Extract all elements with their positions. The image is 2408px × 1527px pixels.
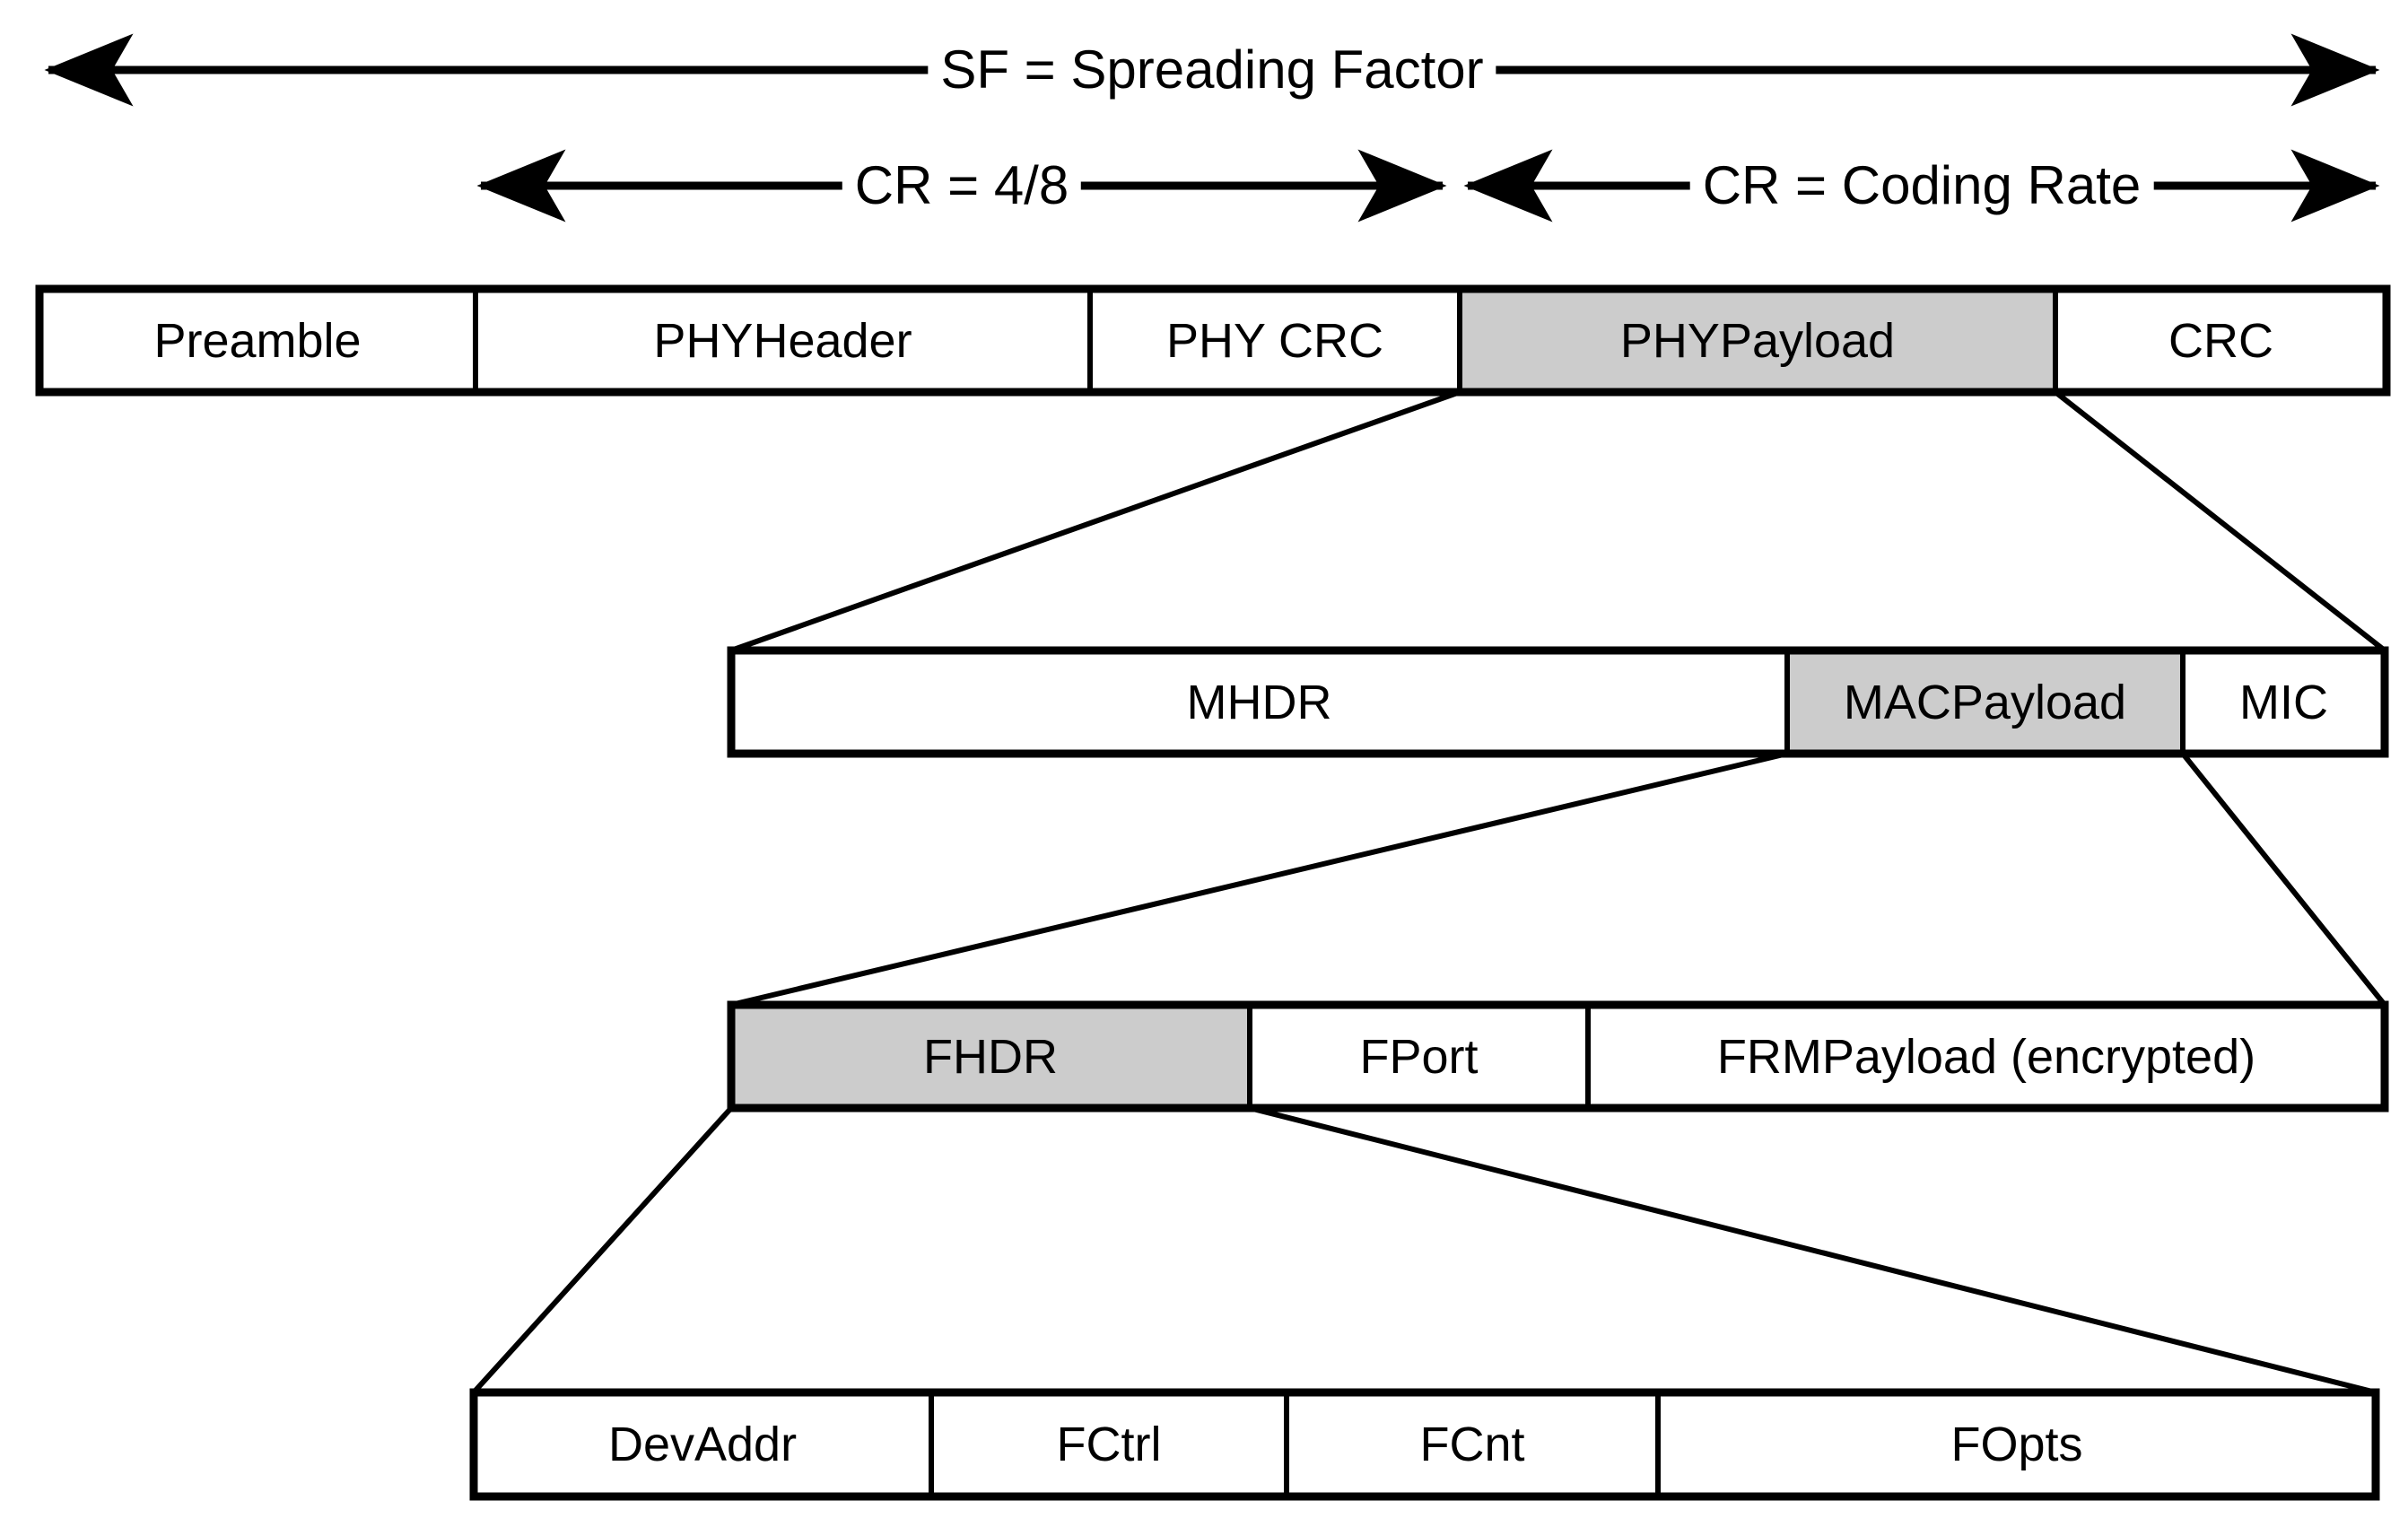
macpayload-to-frm-right xyxy=(2180,752,2387,1007)
sf-annotation-label: SF = Spreading Factor xyxy=(928,43,1496,97)
packet-cell-group xyxy=(35,284,2391,1501)
packet-cell-fill-phypayload xyxy=(1460,289,2055,392)
fhdr-to-devaddr-left xyxy=(471,1105,734,1395)
phy-frame-row-outline xyxy=(35,284,2391,397)
cr-ratio-annotation-label: CR = 4/8 xyxy=(842,159,1082,213)
cr-definition-annotation-label: CR = Coding Rate xyxy=(1689,159,2154,213)
packet-cell-fill-macpayload xyxy=(1787,650,2183,754)
phypayload-to-mhdr-left xyxy=(729,389,1461,653)
macpayload-to-fhdr-left xyxy=(730,751,1788,1008)
fhdr-to-fopts-right xyxy=(1249,1105,2377,1395)
phypayload-to-mic-right xyxy=(2054,389,2386,653)
phy-payload-row-outline xyxy=(727,646,2389,758)
mac-payload-row-outline xyxy=(727,1000,2389,1113)
expansion-connector-group xyxy=(471,389,2387,1395)
fhdr-row-outline xyxy=(469,1388,2380,1501)
packet-cell-fill-fhdr xyxy=(731,1005,1250,1108)
